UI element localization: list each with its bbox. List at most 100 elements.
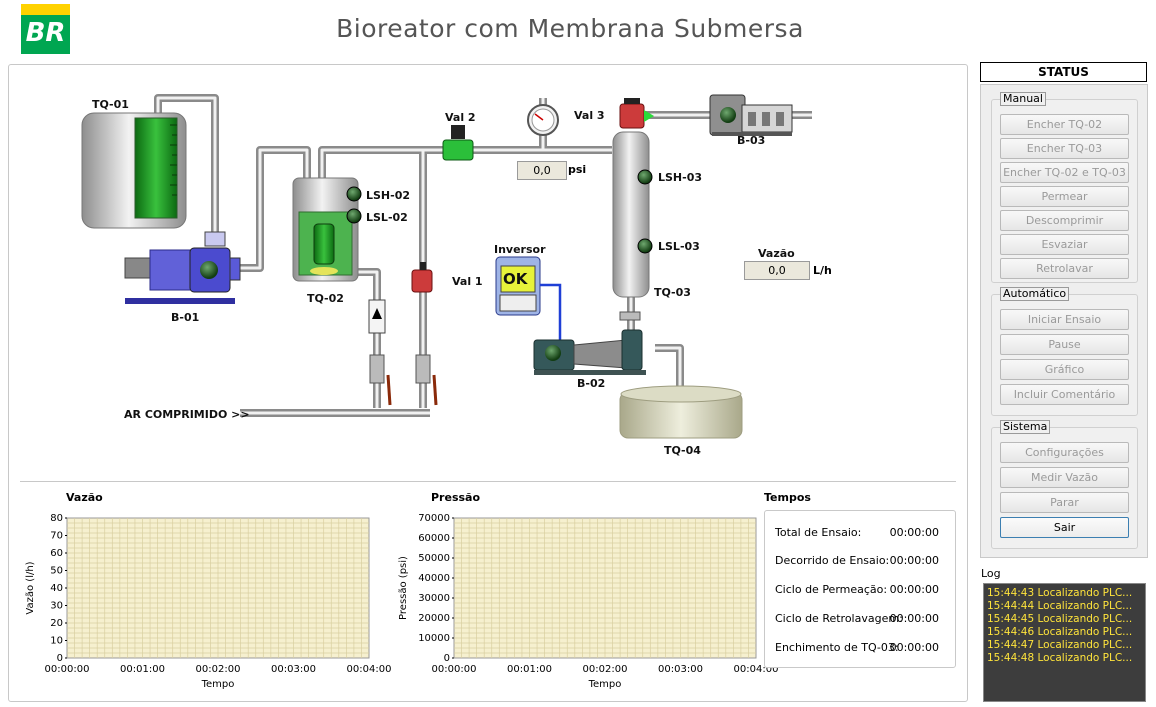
x-tick-label: 00:02:00 <box>583 664 628 675</box>
pump-b02 <box>533 329 646 375</box>
descomprimir-button[interactable]: Descomprimir <box>1000 210 1129 231</box>
tempo-row-permeacao: Ciclo de Permeação:00:00:00 <box>775 583 939 596</box>
petrobras-logo: BR <box>21 4 70 54</box>
y-axis-label: Pressão (psi) <box>398 556 409 620</box>
log-box[interactable]: 15:44:43 Localizando PLC... 15:44:44 Loc… <box>983 583 1146 702</box>
air-valves <box>369 354 438 406</box>
pause-button[interactable]: Pause <box>1000 334 1129 355</box>
tank-tq04 <box>619 385 743 439</box>
chart-vazao-title: Vazão <box>66 491 103 504</box>
group-automatico-label: Automático <box>1000 287 1070 301</box>
parar-button[interactable]: Parar <box>1000 492 1129 513</box>
label-val2: Val 2 <box>445 111 476 124</box>
x-tick-label: 00:04:00 <box>734 664 779 675</box>
tank-tq01 <box>81 112 187 229</box>
y-tick-label: 70 <box>50 531 63 542</box>
chart-pressao-title: Pressão <box>431 491 481 504</box>
rotameter <box>368 299 386 334</box>
x-axis-label: Tempo <box>588 679 622 690</box>
inverter-ok-button[interactable]: OK <box>503 270 528 288</box>
y-tick-label: 20000 <box>418 613 450 624</box>
inverter <box>495 256 562 340</box>
label-lsl03: LSL-03 <box>658 240 700 253</box>
sair-button[interactable]: Sair <box>1000 517 1129 538</box>
tempo-row-total: Total de Ensaio:00:00:00 <box>775 526 939 539</box>
valve-val3 <box>619 98 654 129</box>
tempo-row-decorrido: Decorrido de Ensaio:00:00:00 <box>775 554 939 567</box>
label-val1: Val 1 <box>452 275 483 288</box>
pressure-readout: 0,0 <box>517 161 567 180</box>
label-tq03: TQ-03 <box>654 286 691 299</box>
tempo-row-retrolavagem: Ciclo de Retrolavagem:00:00:00 <box>775 612 939 625</box>
pressure-unit: psi <box>568 163 587 176</box>
retrolavar-button[interactable]: Retrolavar <box>1000 258 1129 279</box>
y-tick-label: 30000 <box>418 593 450 604</box>
iniciar-ensaio-button[interactable]: Iniciar Ensaio <box>1000 309 1129 330</box>
status-title: STATUS <box>980 62 1147 82</box>
label-val3: Val 3 <box>574 109 605 122</box>
x-tick-label: 00:03:00 <box>271 664 316 675</box>
panel-separator <box>20 481 956 482</box>
x-tick-label: 00:04:00 <box>347 664 392 675</box>
label-lsl02: LSL-02 <box>366 211 408 224</box>
y-tick-label: 40000 <box>418 573 450 584</box>
configuracoes-button[interactable]: Configurações <box>1000 442 1129 463</box>
y-tick-label: 30 <box>50 601 63 612</box>
y-tick-label: 40 <box>50 583 63 594</box>
encher-tq02-tq03-button[interactable]: Encher TQ-02 e TQ-03 <box>1000 162 1129 183</box>
label-air: AR COMPRIMIDO >> <box>124 408 250 421</box>
pump-b01 <box>124 231 241 304</box>
pipes <box>154 94 812 417</box>
y-tick-label: 10 <box>50 636 63 647</box>
label-lsh03: LSH-03 <box>658 171 703 184</box>
process-diagram <box>81 94 812 439</box>
y-tick-label: 70000 <box>418 513 450 524</box>
y-tick-label: 20 <box>50 618 63 629</box>
group-sistema: Sistema Configurações Medir Vazão Parar … <box>991 420 1138 549</box>
x-tick-label: 00:02:00 <box>196 664 241 675</box>
page-title: Bioreator com Membrana Submersa <box>336 14 804 43</box>
x-tick-label: 00:01:00 <box>507 664 552 675</box>
grafico-button[interactable]: Gráfico <box>1000 359 1129 380</box>
incluir-comentario-button[interactable]: Incluir Comentário <box>1000 384 1129 405</box>
log-line: 15:44:46 Localizando PLC... <box>987 626 1133 638</box>
label-tq02: TQ-02 <box>307 292 344 305</box>
group-manual-label: Manual <box>1000 92 1046 106</box>
y-tick-label: 50000 <box>418 553 450 564</box>
label-tq04: TQ-04 <box>664 444 701 457</box>
tempos-panel: Total de Ensaio:00:00:00 Decorrido de En… <box>764 510 956 668</box>
tempos-title: Tempos <box>764 491 811 504</box>
encher-tq02-button[interactable]: Encher TQ-02 <box>1000 114 1129 135</box>
x-tick-label: 00:03:00 <box>658 664 703 675</box>
log-line: 15:44:47 Localizando PLC... <box>987 639 1133 651</box>
esvaziar-button[interactable]: Esvaziar <box>1000 234 1129 255</box>
label-b01: B-01 <box>171 311 200 324</box>
permear-button[interactable]: Permear <box>1000 186 1129 207</box>
x-tick-label: 00:00:00 <box>45 664 90 675</box>
tempo-row-enchimento: Enchimento de TQ-03:00:00:00 <box>775 641 939 654</box>
pump-b03 <box>709 94 793 136</box>
log-line: 15:44:43 Localizando PLC... <box>987 587 1133 599</box>
valve-val2 <box>442 125 474 161</box>
label-tq01: TQ-01 <box>92 98 129 111</box>
medir-vazao-button[interactable]: Medir Vazão <box>1000 467 1129 488</box>
tank-tq03 <box>612 131 653 321</box>
y-tick-label: 0 <box>444 653 450 664</box>
y-axis-label: Vazão (l/h) <box>25 561 36 614</box>
label-lsh02: LSH-02 <box>366 189 411 202</box>
group-sistema-label: Sistema <box>1000 420 1051 434</box>
x-axis-label: Tempo <box>201 679 235 690</box>
y-tick-label: 60 <box>50 548 63 559</box>
flow-readout: 0,0 <box>744 261 810 280</box>
pressure-gauge <box>527 104 559 136</box>
chart-pressao: 01000020000300004000050000600007000000:0… <box>398 513 778 690</box>
flow-label: Vazão <box>758 247 795 260</box>
tank-tq02 <box>292 177 362 282</box>
x-tick-label: 00:00:00 <box>432 664 477 675</box>
group-manual: Manual Encher TQ-02 Encher TQ-03 Encher … <box>991 92 1138 283</box>
encher-tq03-button[interactable]: Encher TQ-03 <box>1000 138 1129 159</box>
y-tick-label: 50 <box>50 566 63 577</box>
logo-text: BR <box>25 18 66 48</box>
y-tick-label: 60000 <box>418 533 450 544</box>
